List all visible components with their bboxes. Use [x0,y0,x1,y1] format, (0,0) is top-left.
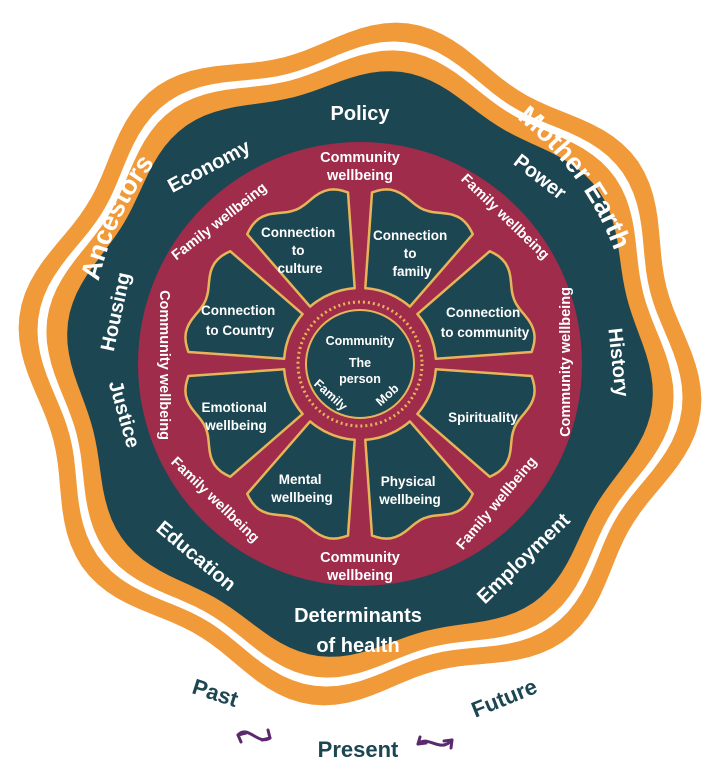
core-community-label: Community [326,334,395,348]
community-wellbeing-bottom-2: wellbeing [326,568,393,584]
future-label: Future [468,674,541,723]
segment-mental [245,420,356,540]
segment-family [364,188,475,308]
segment-spirituality [416,368,536,479]
present-label: Present [318,737,399,762]
segment-physical [364,420,475,540]
connection-segments [184,188,536,540]
policy-label: Policy [331,103,391,125]
core-person-label-1: The [349,356,371,370]
segment-spirituality-label: Spirituality [448,410,518,425]
segment-culture-label: Connection to culture [261,225,339,276]
community-wellbeing-top-1: Community [320,150,400,166]
segment-emotional-label: Emotional wellbeing [201,400,270,433]
past-present-arrow-icon [236,728,272,744]
core-dotted-ring [296,300,424,428]
segment-culture [245,188,356,308]
community-wellbeing-top-2: wellbeing [326,168,393,184]
segment-family-label: Connection to family [373,228,451,279]
segment-community [416,249,536,360]
community-wellbeing-right: Community wellbeing [558,287,574,437]
segment-labels: Connection to culture Connection to fami… [201,225,530,507]
core-circle: Community The person Family Mob [294,298,426,430]
determinants-label-line1: Determinants [294,605,422,627]
past-label: Past [189,674,242,712]
segment-community-label: Connection to community [441,305,530,340]
core-person-label-2: person [339,372,381,386]
segment-country-label: Connection to Country [201,303,279,338]
core-inner [305,309,415,419]
segment-country [184,249,304,360]
community-wellbeing-bottom-1: Community [320,550,400,566]
determinants-label-line2: of health [316,635,399,657]
present-future-arrow-icon [416,735,454,750]
segment-mental-label: Mental wellbeing [270,472,333,505]
segment-physical-label: Physical wellbeing [378,474,441,507]
segment-emotional [184,368,304,479]
community-wellbeing-left: Community wellbeing [156,290,172,440]
